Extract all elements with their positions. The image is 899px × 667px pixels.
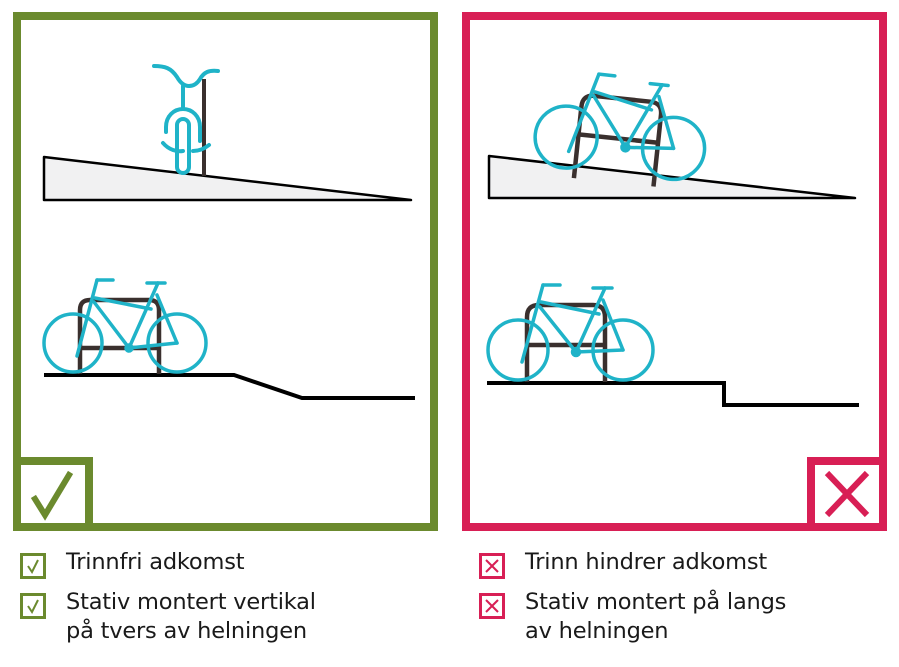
ground-with-ramp: [44, 373, 415, 400]
good-example-illustration: [42, 64, 415, 400]
good-legend: Trinnfri adkomst Stativ montert vertikal…: [20, 548, 316, 655]
legend-text: Trinnfri adkomst: [66, 549, 245, 575]
legend-item-rack-vertical: Stativ montert vertikal på tvers av heln…: [20, 588, 316, 646]
legend-item-step-blocks-access: Trinn hindrer adkomst: [479, 548, 786, 579]
checkbox-x-icon: [479, 553, 505, 579]
bad-example-panel: [462, 12, 887, 531]
x-cross-icon: [824, 470, 870, 518]
checkmark-icon: [30, 470, 74, 521]
legend-text: Stativ montert vertikal på tvers av heln…: [66, 589, 316, 644]
bad-legend: Trinn hindrer adkomst Stativ montert på …: [479, 548, 786, 655]
checkbox-check-icon: [20, 553, 46, 579]
bad-example-illustration: [486, 72, 859, 407]
slope-wedge: [487, 154, 857, 200]
checkbox-x-icon: [479, 593, 505, 619]
legend-item-rack-lengthwise: Stativ montert på langs av helningen: [479, 588, 786, 646]
bike-side-view-icon: [42, 278, 208, 374]
bike-side-view-icon: [533, 72, 707, 182]
checkbox-check-icon: [20, 593, 46, 619]
ground-with-step: [487, 381, 859, 407]
correct-badge: [13, 457, 93, 531]
bike-front-view-icon: [152, 64, 220, 175]
slope-wedge: [42, 155, 413, 202]
legend-text: Stativ montert på langs av helningen: [525, 589, 787, 644]
legend-item-step-free-access: Trinnfri adkomst: [20, 548, 316, 579]
incorrect-badge: [807, 457, 887, 531]
legend-text: Trinn hindrer adkomst: [525, 549, 767, 575]
bike-side-view-icon: [486, 283, 655, 382]
good-example-panel: [13, 12, 438, 531]
